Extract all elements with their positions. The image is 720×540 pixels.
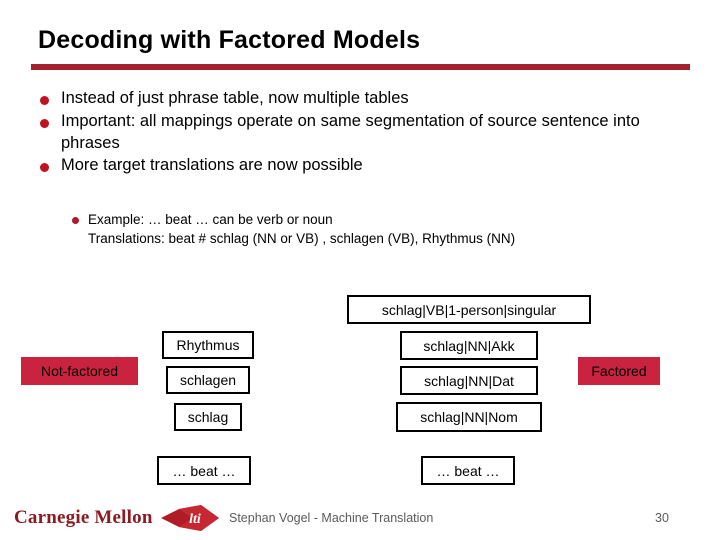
svg-text:lti: lti (189, 512, 201, 527)
title-divider (31, 64, 690, 70)
list-item: Example: … beat … can be verb or noun Tr… (72, 211, 692, 248)
sub-bullet-line-1: Example: … beat … can be verb or noun (88, 212, 333, 227)
bullet-text: Important: all mappings operate on same … (61, 111, 640, 152)
sub-bullet-line-2: Translations: beat # schlag (NN or VB) ,… (88, 230, 516, 246)
diagram-label-factored: Factored (578, 357, 660, 385)
slide-footer: Carnegie Mellon lti Stephan Vogel - Mach… (0, 498, 720, 540)
sub-bullet-dot-icon (72, 217, 79, 224)
bullet-dot-icon (40, 163, 49, 173)
sub-bullet-lines: Example: … beat … can be verb or noun Tr… (88, 211, 515, 248)
node-source-phrase-right[interactable]: … beat … (421, 456, 515, 485)
sub-bullet-list: Example: … beat … can be verb or noun Tr… (72, 211, 692, 248)
bullet-dot-icon (40, 118, 49, 128)
node-factored-schlag-nn-dat[interactable]: schlag|NN|Dat (400, 366, 538, 395)
bullet-text: Instead of just phrase table, now multip… (61, 89, 409, 107)
logo-wordmark: Carnegie Mellon (14, 507, 153, 528)
carnegie-mellon-logo: Carnegie Mellon lti (14, 505, 219, 531)
footer-center-text: Stephan Vogel - Machine Translation (229, 511, 434, 525)
node-not-factored-schlag[interactable]: schlag (174, 403, 242, 431)
page-title: Decoding with Factored Models (38, 26, 421, 54)
node-not-factored-rhythmus[interactable]: Rhythmus (162, 331, 254, 359)
node-factored-schlag-nn-akk[interactable]: schlag|NN|Akk (400, 331, 538, 360)
bullet-list: Instead of just phrase table, now multip… (40, 88, 690, 178)
bullet-dot-icon (40, 96, 49, 105)
diagram-label-not-factored: Not-factored (21, 357, 138, 385)
node-source-phrase-left[interactable]: … beat … (157, 456, 251, 485)
node-factored-schlag-nn-nom[interactable]: schlag|NN|Nom (396, 402, 542, 432)
node-factored-schlag-vb[interactable]: schlag|VB|1-person|singular (347, 295, 591, 324)
lti-diamond-icon: lti (160, 505, 219, 531)
footer-page-number: 30 (655, 511, 669, 525)
list-item: Instead of just phrase table, now multip… (40, 88, 690, 110)
node-not-factored-schlagen[interactable]: schlagen (166, 366, 250, 394)
list-item: Important: all mappings operate on same … (40, 111, 690, 155)
bullet-text: More target translations are now possibl… (61, 156, 363, 175)
list-item: More target translations are now possibl… (40, 155, 690, 177)
